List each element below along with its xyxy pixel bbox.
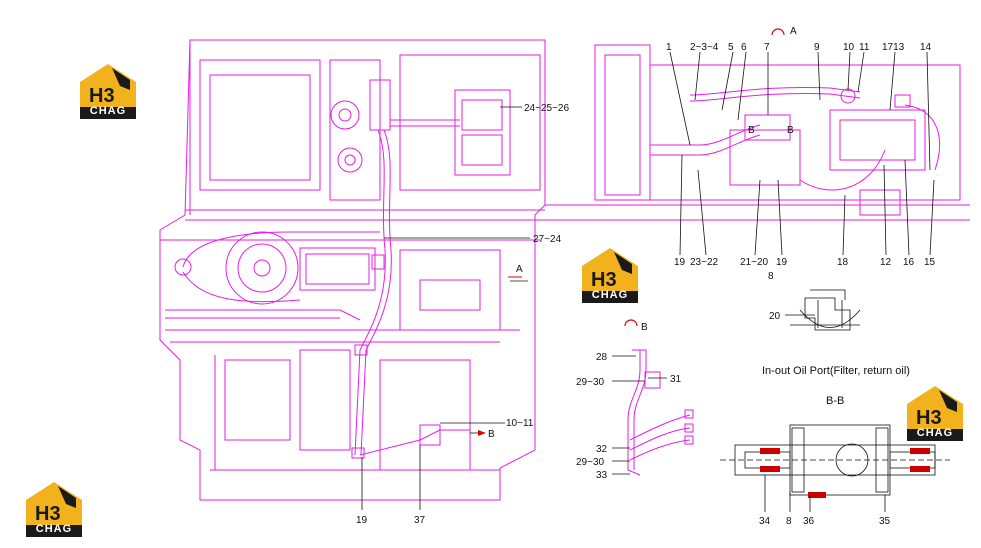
svg-text:H3: H3 xyxy=(89,85,115,107)
callout-19-a: 19 xyxy=(674,257,686,268)
callout-32: 32 xyxy=(596,444,608,455)
section-mark-a: A xyxy=(790,26,797,37)
callout-7: 7 xyxy=(764,42,770,53)
callout-8-a: 8 xyxy=(768,271,774,282)
view-label-b-left: B xyxy=(748,125,755,136)
callout-11: 11 xyxy=(859,42,870,53)
logo-word: CHAG xyxy=(89,105,127,117)
callout-12: 12 xyxy=(880,257,892,268)
callout-2-3-4: 2~3~4 xyxy=(690,42,719,53)
callout-29-30: 29~30 xyxy=(576,377,605,388)
callout-20: 20 xyxy=(769,311,781,322)
callout-28: 28 xyxy=(596,352,608,363)
section-b-b xyxy=(720,424,950,512)
callout-27-24: 27~24 xyxy=(533,234,562,245)
svg-text:H3: H3 xyxy=(591,269,617,291)
brand-logo-top-left: H3 CHAG xyxy=(76,60,140,120)
view-label-b-right: B xyxy=(787,125,794,136)
view-b-leaders xyxy=(612,355,667,475)
port-detail xyxy=(785,289,861,331)
h3-logo-icon: H3 xyxy=(907,386,963,441)
callout-34: 34 xyxy=(759,516,771,527)
callout-36: 36 xyxy=(803,516,815,527)
callout-31: 31 xyxy=(670,374,682,385)
callout-16: 16 xyxy=(903,257,915,268)
callout-19-b: 19 xyxy=(776,257,788,268)
callout-5: 5 xyxy=(728,42,734,53)
brand-logo-center: H3 CHAG xyxy=(578,244,642,304)
callout-35: 35 xyxy=(879,516,891,527)
callout-9: 9 xyxy=(814,42,820,53)
callout-1: 1 xyxy=(666,42,672,53)
port-caption: In-out Oil Port(Filter, return oil) xyxy=(762,365,910,377)
section-marks xyxy=(508,28,785,327)
callout-21-20: 21~20 xyxy=(740,257,769,268)
callout-29-30-b: 29~30 xyxy=(576,457,605,468)
logo-word: CHAG xyxy=(35,523,73,535)
section-caption: B-B xyxy=(826,395,844,407)
h3-logo-icon: H3 xyxy=(582,248,638,303)
callout-14: 14 xyxy=(920,42,932,53)
logo-word: CHAG xyxy=(591,289,629,301)
svg-text:H3: H3 xyxy=(35,503,61,525)
callout-33: 33 xyxy=(596,470,608,481)
callout-6: 6 xyxy=(741,42,747,53)
section-mark-b: B xyxy=(641,322,648,333)
callout-15: 15 xyxy=(924,257,936,268)
callout-10: 10 xyxy=(843,42,855,53)
callout-18: 18 xyxy=(837,257,849,268)
view-b xyxy=(627,349,694,476)
callout-1713: 1713 xyxy=(882,42,905,53)
callout-37: 37 xyxy=(414,515,426,526)
brand-logo-right: H3 CHAG xyxy=(903,382,967,442)
logo-word: CHAG xyxy=(916,427,954,439)
svg-text:H3: H3 xyxy=(916,407,942,429)
callout-10-11: 10~11 xyxy=(506,418,534,429)
callout-8-section: 8 xyxy=(786,516,792,527)
section-mark-a-main: A xyxy=(516,264,523,275)
main-leaders xyxy=(361,106,530,510)
view-a-leaders xyxy=(669,51,935,256)
callout-19-main: 19 xyxy=(356,515,368,526)
callout-24-25-26: 24~25~26 xyxy=(524,103,569,114)
main-frame-view xyxy=(159,39,546,501)
brand-logo-bottom-left: H3 CHAG xyxy=(22,478,86,538)
h3-logo-icon: H3 xyxy=(26,482,82,537)
callout-b-arrow: B xyxy=(488,429,495,440)
callout-23-22: 23~22 xyxy=(690,257,719,268)
h3-logo-icon: H3 xyxy=(80,64,136,119)
